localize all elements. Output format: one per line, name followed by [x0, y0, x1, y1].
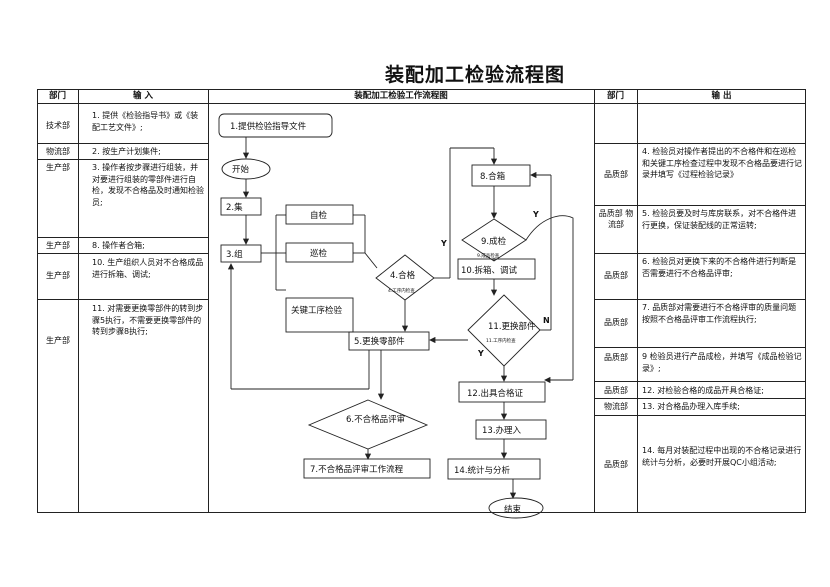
step9-label: 9.成检	[481, 236, 507, 247]
step12-label: 12.出具合格证	[467, 388, 524, 399]
step11-note: 11.工序内检查	[486, 337, 516, 344]
right-output-text: 14. 每月对装配过程中出现的不合格记录进行统计与分析，必要时开展QC小组活动;	[642, 446, 802, 467]
row-divider	[37, 159, 208, 160]
left-input-text: 2. 按生产计划集件;	[92, 147, 161, 156]
self-check-box	[285, 204, 354, 225]
step12-box	[458, 381, 546, 403]
row-divider	[37, 253, 208, 254]
yes-label: Y	[440, 239, 447, 248]
row-divider	[594, 253, 806, 254]
row-divider	[37, 299, 208, 300]
step3-box	[220, 244, 262, 263]
right-dept: 品质部	[604, 353, 628, 362]
step4-label: 4.合格	[390, 270, 416, 281]
right-output-text: 6. 检验员对更换下来的不合格件进行判断是否需要进行不合格品评审;	[642, 257, 797, 278]
end-label: 结束	[504, 504, 522, 515]
step8-box	[471, 164, 531, 187]
left-dept: 生产部	[46, 336, 70, 345]
step7-box	[303, 458, 431, 479]
step3-label: 3.组	[226, 249, 243, 260]
row-divider	[594, 205, 806, 206]
row-divider	[594, 381, 806, 382]
header-dept: 部门	[48, 91, 66, 101]
patrol-check-box	[285, 242, 354, 263]
start-label: 开始	[232, 164, 250, 175]
header-input: 输 入	[133, 91, 153, 101]
row-divider	[37, 143, 208, 144]
self-check-label: 自检	[310, 210, 328, 221]
right-dept: 物流部	[604, 402, 628, 411]
end-terminal	[488, 497, 544, 519]
left-dept: 生产部	[46, 241, 70, 250]
step1-box	[218, 113, 333, 138]
header-divider	[37, 103, 806, 104]
row-divider	[594, 143, 806, 144]
left-dept: 生产部	[46, 163, 70, 172]
step13-box	[475, 419, 547, 440]
patrol-check-label: 巡检	[310, 248, 328, 259]
step10-box	[457, 258, 536, 280]
col-divider	[78, 89, 79, 513]
step13-label: 13.办理入	[482, 425, 522, 436]
right-dept: 品质部	[604, 318, 628, 327]
row-divider	[594, 299, 806, 300]
left-dept: 生产部	[46, 271, 70, 280]
header-flow: 装配加工检验工作流程图	[354, 91, 448, 101]
flowchart-table	[37, 89, 806, 513]
step9-note: 9.成品检查	[477, 252, 500, 259]
left-input-text: 10. 生产组织人员对不合格成品进行拆箱、调试;	[92, 258, 204, 279]
step5-label: 5.更换零部件	[354, 336, 405, 347]
step14-label: 14.统计与分析	[454, 465, 511, 476]
right-dept: 品质部	[604, 170, 628, 179]
left-dept: 物流部	[46, 147, 70, 156]
right-dept: 品质部	[604, 460, 628, 469]
left-input-text: 1. 提供《检验指导书》或《装配工艺文件》;	[92, 111, 199, 132]
col-divider	[208, 89, 209, 513]
step1-label: 1.提供检验指导文件	[230, 121, 307, 132]
row-divider	[594, 415, 806, 416]
page-title: 装配加工检验流程图	[384, 64, 565, 86]
step8-label: 8.合箱	[480, 171, 506, 182]
right-output-text: 4. 检验员对操作者提出的不合格件和在巡检和关键工序检查过程中发现不合格品要进行…	[642, 147, 802, 179]
step6-label: 6.不合格品评审	[346, 414, 405, 425]
step14-box	[447, 458, 541, 480]
step7-label: 7.不合格品评审工作流程	[310, 464, 404, 475]
header-dept-right: 部门	[606, 91, 624, 101]
right-dept: 品质部 物流部	[598, 209, 634, 229]
row-divider	[37, 237, 208, 238]
no-label: N	[543, 316, 550, 325]
step10-label: 10.拆箱、调试	[461, 265, 518, 276]
header-output: 输 出	[711, 91, 732, 101]
row-divider	[594, 347, 806, 348]
right-output-text: 9 检验员进行产品成检，并填写《成品检验记录》;	[642, 352, 802, 373]
right-output-text: 13. 对合格品办理入库手续;	[642, 402, 740, 411]
yes-label: Y	[477, 349, 484, 358]
right-dept: 品质部	[604, 271, 628, 280]
left-dept: 技术部	[46, 121, 70, 130]
right-dept: 品质部	[604, 386, 628, 395]
left-input-text: 8. 操作者合箱;	[92, 241, 145, 250]
yes-label: Y	[532, 210, 539, 219]
row-divider	[594, 398, 806, 399]
key-process-label: 关键工序检验	[291, 305, 343, 316]
left-input-text: 3. 操作者按步骤进行组装，并对要进行组装的零部件进行自检，发现不合格品及时通知…	[92, 163, 204, 207]
right-output-text: 7. 品质部对需要进行不合格评审的质量问题按照不合格品评审工作流程执行;	[642, 303, 797, 324]
col-divider	[637, 89, 638, 513]
step2-box	[220, 197, 262, 216]
right-output-text: 12. 对检验合格的成品开具合格证;	[642, 386, 764, 395]
col-divider	[594, 89, 595, 513]
step5-box	[348, 331, 430, 351]
step2-label: 2.集	[226, 202, 243, 213]
right-output-text: 5. 检验员要及时与库房联系，对不合格件进行更换，保证装配线的正常运转;	[642, 209, 797, 230]
step11-label: 11.更换部件	[488, 321, 536, 332]
left-input-text: 11. 对需要更换零部件的转到步骤5执行，不需要更换零部件的转到步骤8执行;	[92, 304, 204, 336]
key-process-box	[285, 297, 354, 333]
step4-note: 4.工序内检查	[388, 287, 415, 294]
